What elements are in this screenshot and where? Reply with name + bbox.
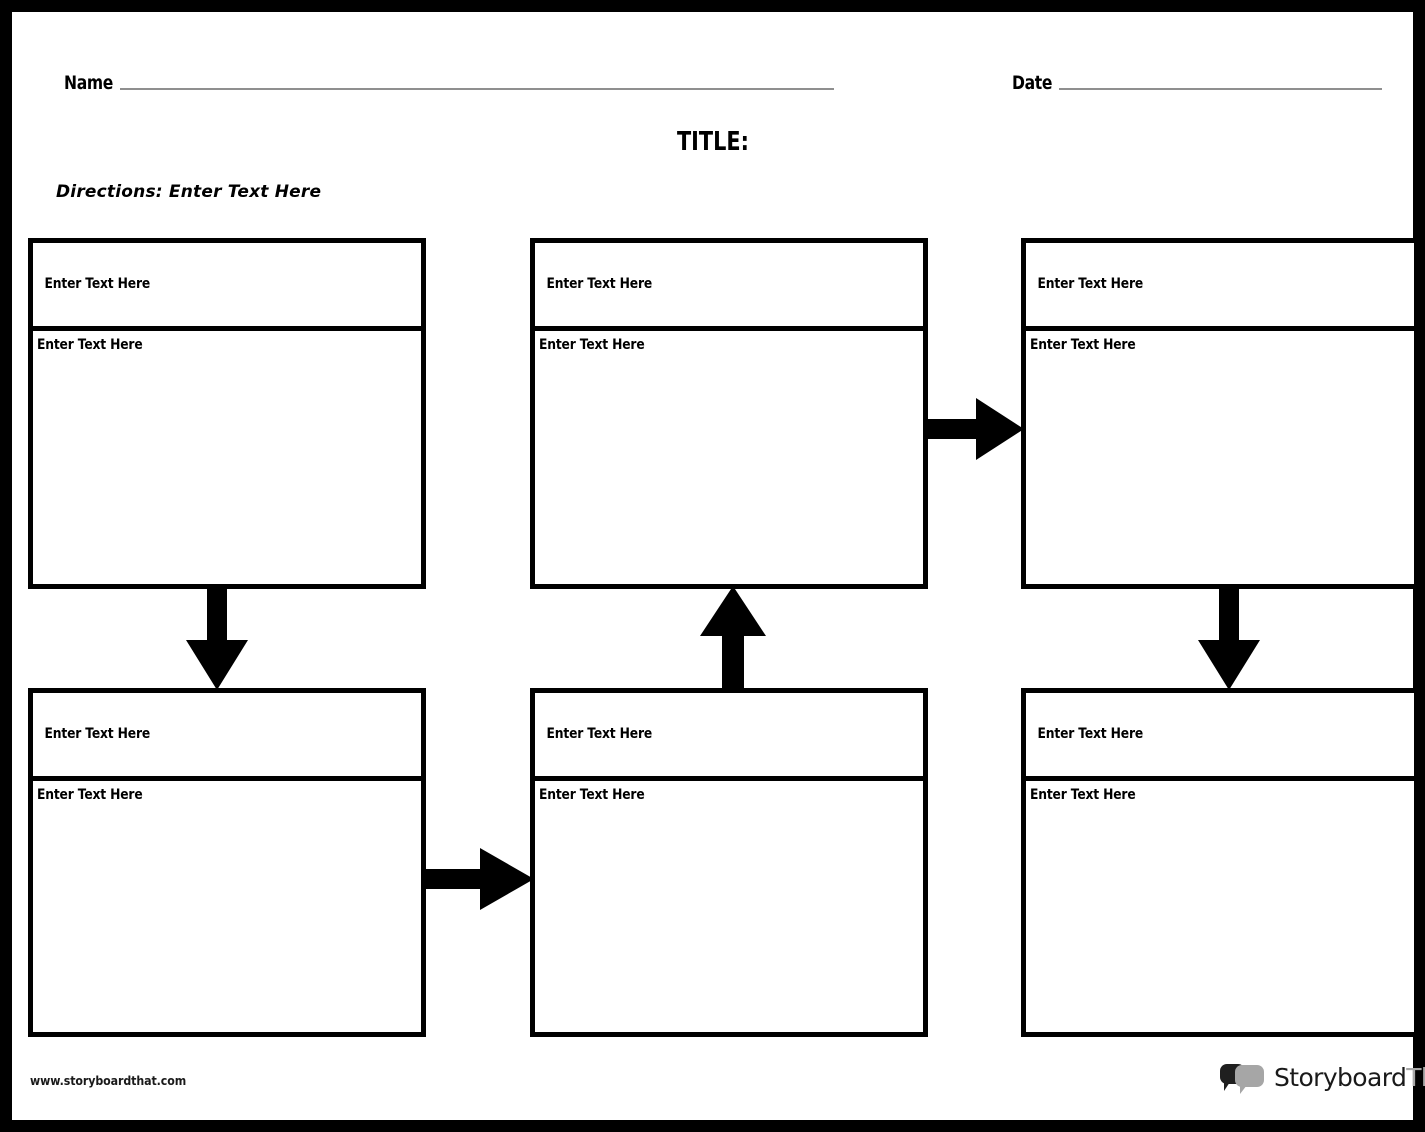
name-field[interactable]: Name (64, 74, 834, 93)
name-label: Name (64, 72, 114, 94)
page-title-text: TITLE: (676, 127, 749, 157)
cell-r2c1-body[interactable]: Enter Text Here (28, 781, 426, 1037)
name-input-line[interactable] (119, 88, 834, 90)
arrow-right-icon (928, 398, 1024, 460)
cell-r2c1-header[interactable]: Enter Text Here (28, 688, 426, 781)
cell-r1c3: Enter Text Here Enter Text Here (1021, 238, 1419, 589)
cell-r1c3-body[interactable]: Enter Text Here (1021, 331, 1419, 589)
arrow-right-icon (426, 848, 534, 910)
cell-r1c3-header-text: Enter Text Here (1037, 275, 1144, 292)
date-field[interactable]: Date (1012, 74, 1382, 93)
cell-r2c1-header-text: Enter Text Here (44, 725, 151, 742)
arrow-up-icon (700, 586, 766, 690)
cell-r2c2-header[interactable]: Enter Text Here (530, 688, 928, 781)
cell-r1c2-header-text: Enter Text Here (546, 275, 653, 292)
footer-url: www.storyboardthat.com (30, 1074, 187, 1088)
cell-r1c3-body-text: Enter Text Here (1030, 337, 1136, 353)
cell-r1c1: Enter Text Here Enter Text Here (28, 238, 426, 589)
cell-r2c2-header-text: Enter Text Here (546, 725, 653, 742)
cell-r1c2-body[interactable]: Enter Text Here (530, 331, 928, 589)
logo-text-that: That (1406, 1062, 1425, 1092)
cell-r1c2-body-text: Enter Text Here (539, 337, 645, 353)
arrow-down-icon (186, 586, 248, 690)
directions-text[interactable]: Directions: Enter Text Here (56, 182, 322, 202)
cell-r2c3-header-text: Enter Text Here (1037, 725, 1144, 742)
arrow-down-icon (1198, 586, 1260, 690)
cell-r1c1-header-text: Enter Text Here (44, 275, 151, 292)
cell-r2c2: Enter Text Here Enter Text Here (530, 688, 928, 1037)
logo-text-storyboard: Storyboard (1274, 1062, 1407, 1092)
worksheet-page: Name Date TITLE: Directions: Enter Text … (12, 12, 1425, 1120)
cell-r1c1-header[interactable]: Enter Text Here (28, 238, 426, 331)
cell-r2c3-header[interactable]: Enter Text Here (1021, 688, 1419, 781)
date-input-line[interactable] (1058, 88, 1382, 90)
speech-bubbles-icon (1220, 1062, 1266, 1094)
cell-r1c1-body[interactable]: Enter Text Here (28, 331, 426, 589)
cell-r2c3-body-text: Enter Text Here (1030, 787, 1136, 803)
cell-r1c2-header[interactable]: Enter Text Here (530, 238, 928, 331)
cell-r2c1: Enter Text Here Enter Text Here (28, 688, 426, 1037)
date-label: Date (1012, 72, 1053, 94)
page-title[interactable]: TITLE: (12, 129, 1413, 155)
cell-r1c1-body-text: Enter Text Here (37, 337, 143, 353)
cell-r1c3-header[interactable]: Enter Text Here (1021, 238, 1419, 331)
speech-bubble-gray-icon (1235, 1065, 1264, 1094)
cell-r2c3: Enter Text Here Enter Text Here (1021, 688, 1419, 1037)
storyboardthat-logo: Storyboard That (1220, 1062, 1425, 1094)
cell-r2c1-body-text: Enter Text Here (37, 787, 143, 803)
cell-r2c2-body[interactable]: Enter Text Here (530, 781, 928, 1037)
cell-r2c2-body-text: Enter Text Here (539, 787, 645, 803)
cell-r1c2: Enter Text Here Enter Text Here (530, 238, 928, 589)
cell-r2c3-body[interactable]: Enter Text Here (1021, 781, 1419, 1037)
